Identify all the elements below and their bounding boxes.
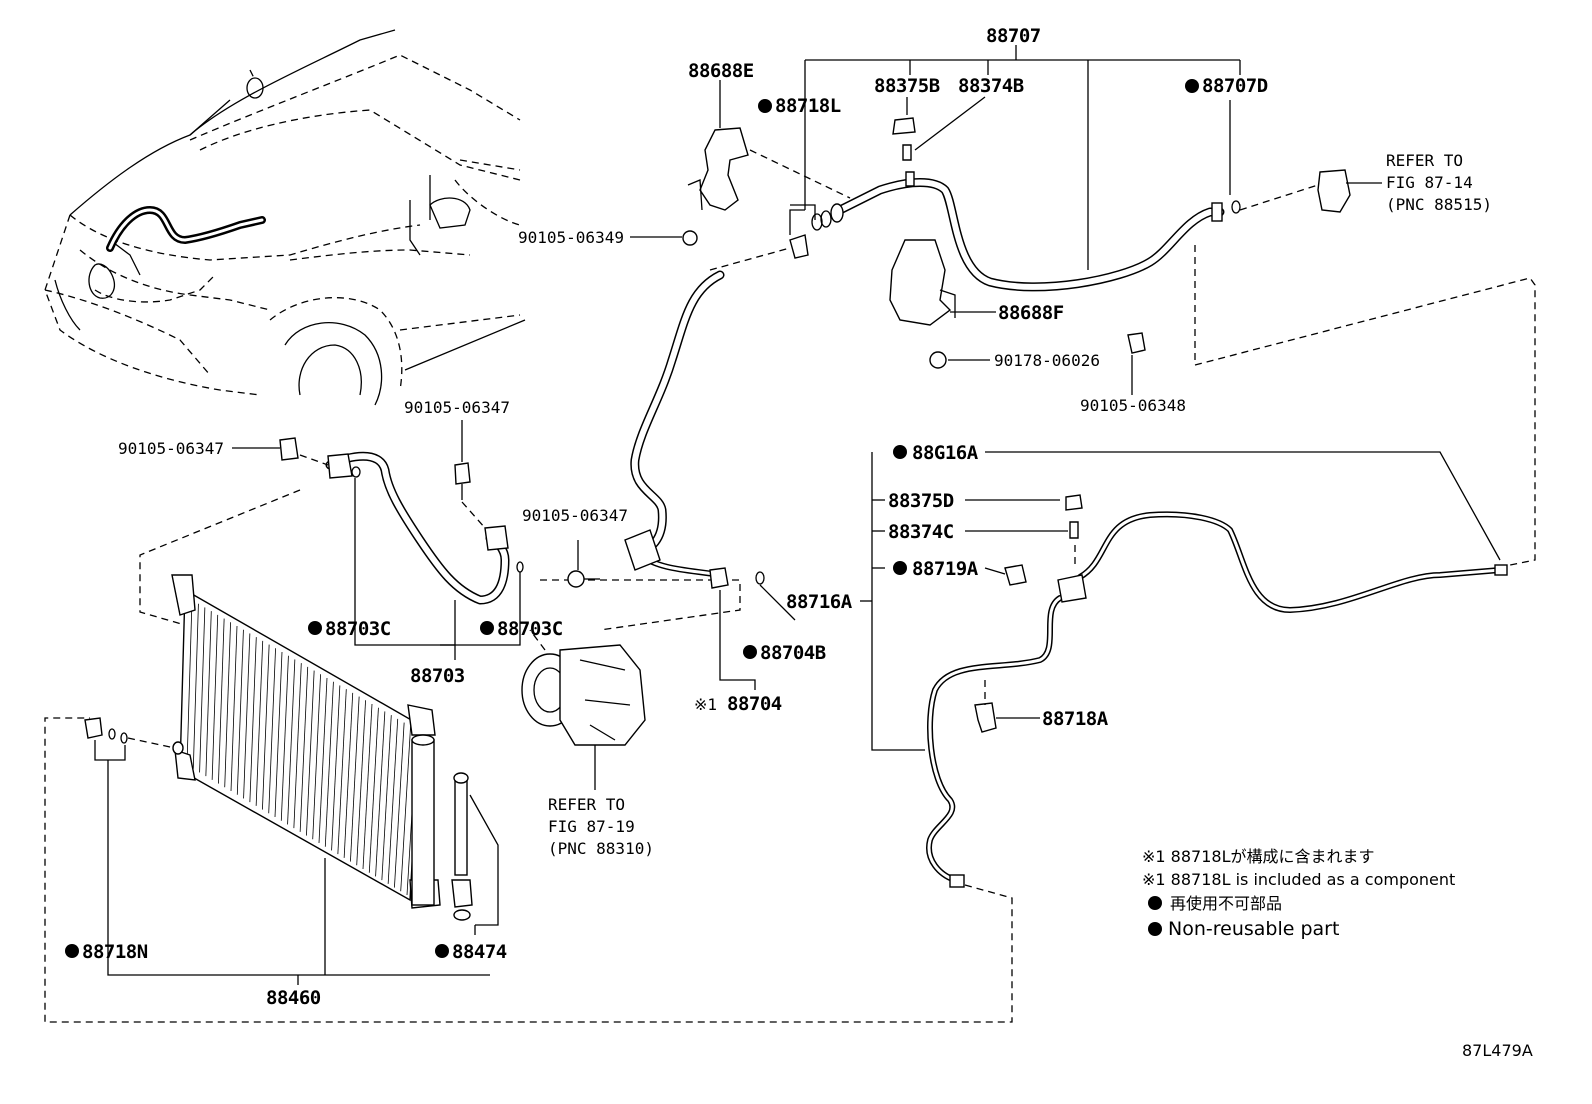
label-88375B: 88375B bbox=[874, 75, 940, 97]
refer-note-fig-87-14: REFER TO FIG 87-14 (PNC 88515) bbox=[1386, 151, 1492, 214]
condenser-fin bbox=[394, 722, 405, 888]
label-90105-06347-mid: 90105-06347 bbox=[522, 506, 628, 525]
condenser-fin bbox=[350, 696, 360, 862]
label-88704-mark: ※1 bbox=[694, 695, 717, 714]
label-88718N: 88718N bbox=[82, 941, 148, 963]
figure-id: 87L479A bbox=[1462, 1041, 1533, 1060]
refer-note-fig-87-19: REFER TO FIG 87-19 (PNC 88310) bbox=[548, 795, 654, 858]
condenser-fin bbox=[381, 715, 392, 881]
condenser-fin bbox=[243, 633, 251, 799]
note-1-en: ※1 88718L is included as a component bbox=[1142, 870, 1455, 889]
label-90105-06347-top: 90105-06347 bbox=[404, 398, 510, 417]
label-88703: 88703 bbox=[410, 665, 465, 687]
refer-2-line3: (PNC 88310) bbox=[548, 839, 654, 858]
non-reusable-markers bbox=[65, 79, 1199, 958]
refer-1-line3: (PNC 88515) bbox=[1386, 195, 1492, 214]
label-88718L: 88718L bbox=[775, 95, 841, 117]
label-88688E: 88688E bbox=[688, 60, 754, 82]
callouts-top bbox=[630, 45, 1536, 566]
condenser-fin bbox=[186, 599, 193, 766]
condenser-fin bbox=[262, 644, 270, 810]
condenser-fin bbox=[249, 637, 257, 803]
condenser-fin bbox=[299, 666, 309, 832]
condenser-fin bbox=[356, 700, 366, 866]
label-88474: 88474 bbox=[452, 941, 507, 963]
label-88716A: 88716A bbox=[786, 591, 853, 613]
condenser-fin bbox=[224, 622, 231, 788]
condenser-fin bbox=[293, 663, 302, 829]
label-90105-06349: 90105-06349 bbox=[518, 228, 624, 247]
condenser-fin bbox=[343, 692, 354, 858]
label-88719A: 88719A bbox=[912, 558, 979, 580]
hose-88703 bbox=[139, 420, 524, 660]
condenser-fin bbox=[230, 625, 238, 792]
condenser-88460 bbox=[84, 574, 499, 985]
condenser-fin bbox=[375, 711, 386, 877]
note-2-en: Non-reusable part bbox=[1168, 918, 1339, 940]
refer-2-line1: REFER TO bbox=[548, 795, 625, 814]
label-88704B: 88704B bbox=[760, 642, 826, 664]
condenser-fin bbox=[324, 681, 334, 847]
condenser-fin bbox=[268, 648, 276, 814]
label-88G16A: 88G16A bbox=[912, 442, 979, 464]
condenser-fin bbox=[199, 607, 206, 773]
condenser-fin bbox=[312, 674, 321, 840]
condenser-fin bbox=[274, 651, 283, 818]
label-88374C: 88374C bbox=[888, 521, 954, 543]
label-88374B: 88374B bbox=[958, 75, 1024, 97]
label-88375D: 88375D bbox=[888, 490, 954, 512]
label-88703C-right: 88703C bbox=[497, 618, 563, 640]
condenser-fin bbox=[362, 703, 373, 870]
condenser-fin bbox=[211, 614, 219, 780]
label-88707D: 88707D bbox=[1202, 75, 1268, 97]
condenser-fin bbox=[337, 689, 347, 855]
refer-1-line1: REFER TO bbox=[1386, 151, 1463, 170]
label-88460: 88460 bbox=[266, 987, 321, 1009]
condenser-fin bbox=[218, 618, 225, 784]
note-2-ja: 再使用不可部品 bbox=[1170, 894, 1282, 913]
condenser-fin bbox=[255, 640, 264, 806]
condenser-fin bbox=[280, 655, 289, 821]
part-labels: 88707 88688E 88718L 88375B 88374B 88707D… bbox=[82, 25, 1268, 1009]
discharge-hose-88707 bbox=[624, 178, 1225, 578]
legend-notes: ※1 88718Lが構成に含まれます ※1 88718L is included… bbox=[1142, 847, 1455, 940]
callouts-88704 bbox=[709, 567, 796, 690]
label-90178-06026: 90178-06026 bbox=[994, 351, 1100, 370]
condenser-fin bbox=[331, 685, 341, 851]
condenser-fin bbox=[368, 707, 379, 873]
label-90105-06347-left: 90105-06347 bbox=[118, 439, 224, 458]
label-88703C-left: 88703C bbox=[325, 618, 391, 640]
label-88704: 88704 bbox=[727, 693, 782, 715]
refer-1-line2: FIG 87-14 bbox=[1386, 173, 1473, 192]
condenser-fin bbox=[318, 677, 328, 844]
condenser-fin bbox=[306, 670, 315, 836]
label-88718A: 88718A bbox=[1042, 708, 1109, 730]
condenser-fin bbox=[287, 659, 296, 825]
refer-2-line2: FIG 87-19 bbox=[548, 817, 635, 836]
note-1-ja: ※1 88718Lが構成に含まれます bbox=[1142, 847, 1375, 866]
condenser-fin bbox=[236, 629, 244, 795]
label-90105-06348: 90105-06348 bbox=[1080, 396, 1186, 415]
condenser-fin bbox=[205, 611, 212, 777]
condenser-fin bbox=[192, 603, 199, 769]
bracket-88688E bbox=[687, 127, 749, 211]
callouts-right bbox=[44, 451, 1501, 1023]
label-88707: 88707 bbox=[986, 25, 1041, 47]
label-88688F: 88688F bbox=[998, 302, 1064, 324]
vehicle-outline bbox=[44, 29, 526, 406]
fittings bbox=[682, 117, 1351, 369]
compressor bbox=[521, 540, 741, 790]
bracket-88688F bbox=[889, 239, 956, 326]
condenser-fin bbox=[400, 726, 411, 892]
condenser-fin bbox=[387, 718, 399, 884]
liquid-line-88716A bbox=[926, 494, 1508, 888]
